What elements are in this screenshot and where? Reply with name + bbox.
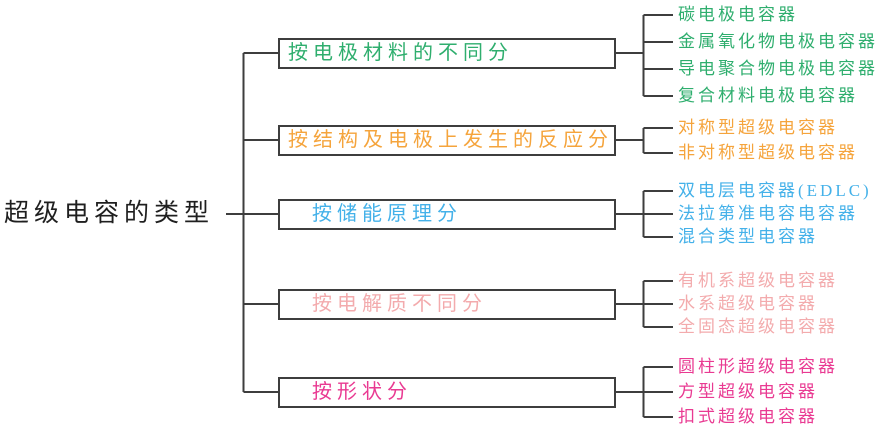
leaf-item: 非对称型超级电容器 xyxy=(678,143,858,162)
leaf-item: 扣式超级电容器 xyxy=(678,407,818,426)
leaf-item: 金属氧化物电极电容器 xyxy=(678,32,878,51)
leaf-item: 导电聚合物电极电容器 xyxy=(678,59,878,78)
leaf-item: 法拉第准电容电容器 xyxy=(678,204,858,223)
category-box: 按电极材料的不同分 xyxy=(278,37,616,69)
category-box: 按电解质不同分 xyxy=(278,288,616,320)
leaf-item: 对称型超级电容器 xyxy=(678,118,838,137)
category-box: 按储能原理分 xyxy=(278,198,616,230)
leaf-item: 方型超级电容器 xyxy=(678,382,818,401)
leaf-item: 碳电极电容器 xyxy=(678,5,798,24)
leaf-item: 双电层电容器(EDLC) xyxy=(678,181,872,200)
leaf-item: 全固态超级电容器 xyxy=(678,317,838,336)
leaf-item: 混合类型电容器 xyxy=(678,227,818,246)
leaf-item: 圆柱形超级电容器 xyxy=(678,357,838,376)
leaf-item: 复合材料电极电容器 xyxy=(678,86,858,105)
category-box: 按形状分 xyxy=(278,376,616,408)
category-box: 按结构及电极上发生的反应分 xyxy=(278,124,616,156)
root-label: 超级电容的类型 xyxy=(4,200,215,227)
leaf-item: 有机系超级电容器 xyxy=(678,271,838,290)
leaf-item: 水系超级电容器 xyxy=(678,294,818,313)
